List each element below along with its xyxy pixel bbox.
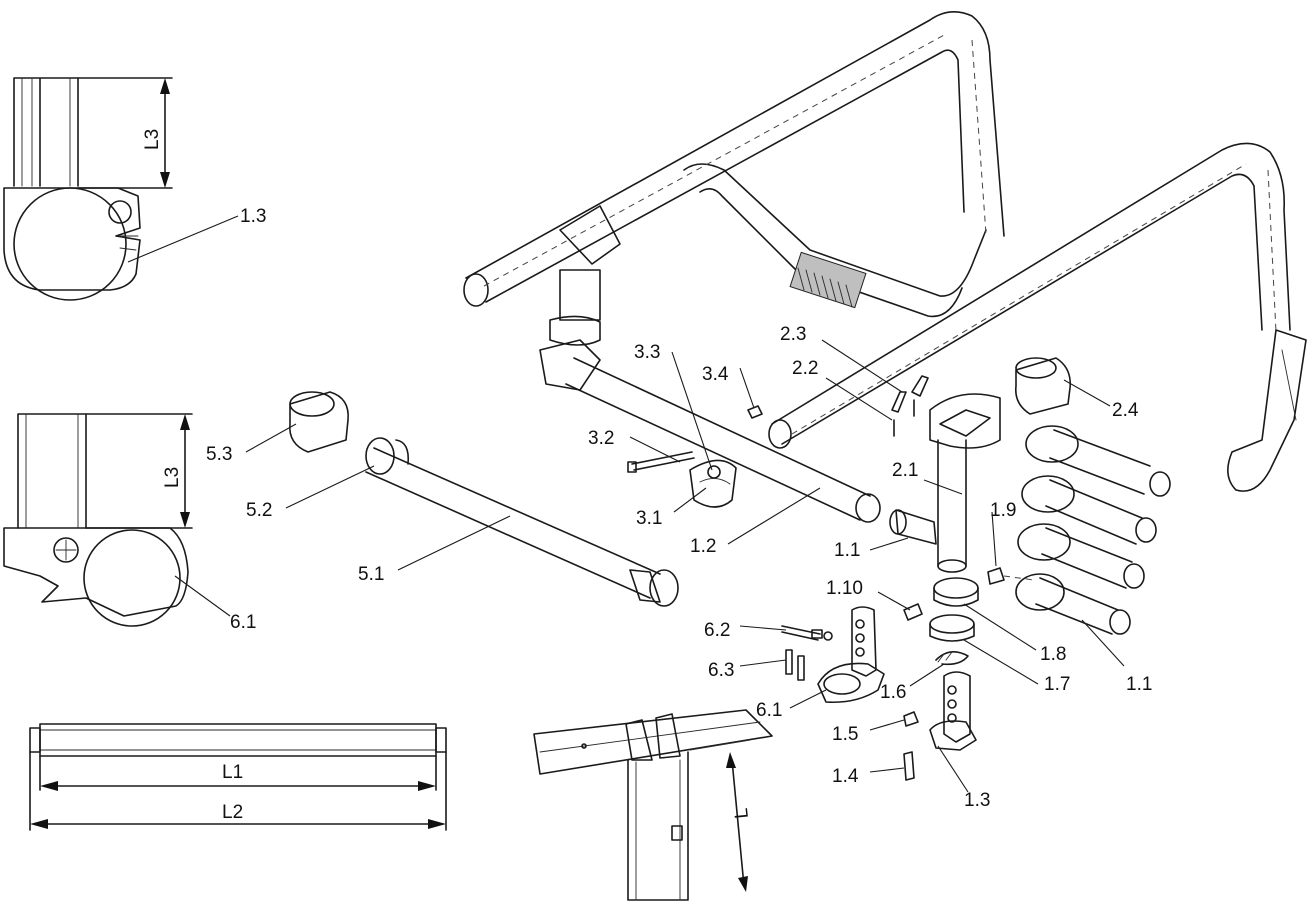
bushing-2 — [1021, 475, 1157, 545]
part-5-group — [245, 391, 679, 607]
callout-labels: 1.3 L3 L3 6.1 L1 L2 5.3 5.2 5.1 3.3 3.4 … — [142, 129, 1152, 823]
detail-clamp-6-1 — [3, 413, 231, 627]
label-3-3: 3.3 — [634, 342, 660, 363]
detail-rod-length — [29, 723, 447, 831]
part-1-lower-assembly — [869, 511, 1039, 793]
label-L-bottom: L — [731, 807, 753, 820]
bushing-4 — [1015, 573, 1131, 635]
label-1-3: 1.3 — [964, 790, 990, 811]
part-6-group — [739, 606, 885, 709]
part-3-group — [627, 351, 763, 513]
label-1-6: 1.6 — [880, 682, 906, 703]
label-L3-top: L3 — [142, 129, 163, 150]
label-1-8: 1.8 — [1040, 644, 1066, 665]
part-1-2-tube — [565, 357, 881, 545]
label-6-2: 6.2 — [704, 620, 730, 641]
label-5-1: 5.1 — [358, 564, 384, 585]
label-3-2: 3.2 — [588, 428, 614, 449]
label-2-3: 2.3 — [780, 324, 806, 345]
label-6-1-detail: 6.1 — [230, 612, 256, 633]
label-1-2: 1.2 — [690, 536, 716, 557]
label-5-2: 5.2 — [246, 500, 272, 521]
label-2-1: 2.1 — [892, 460, 918, 481]
label-1-10: 1.10 — [826, 578, 863, 599]
label-3-4: 3.4 — [702, 364, 729, 385]
label-1-9: 1.9 — [990, 500, 1016, 521]
label-1-1-b: 1.1 — [1126, 674, 1152, 695]
label-L1: L1 — [222, 762, 243, 783]
label-1-7: 1.7 — [1044, 674, 1070, 695]
label-5-3: 5.3 — [206, 444, 232, 465]
label-1-1-a: 1.1 — [834, 540, 860, 561]
label-1-4: 1.4 — [832, 766, 859, 787]
label-6-3: 6.3 — [708, 660, 734, 681]
wheelchair-frame — [463, 11, 1307, 492]
label-1-3-detail: 1.3 — [240, 206, 266, 227]
label-2-2: 2.2 — [792, 358, 818, 379]
part-2-group — [821, 339, 1111, 573]
bushing-3 — [1017, 523, 1145, 589]
label-6-1: 6.1 — [756, 700, 782, 721]
detail-post-length — [533, 709, 773, 901]
label-2-4: 2.4 — [1112, 400, 1139, 421]
label-L2: L2 — [222, 802, 243, 823]
label-3-1: 3.1 — [636, 508, 662, 529]
bushing-1 — [1025, 425, 1171, 497]
spring-detail — [789, 251, 867, 309]
part-1-1-bushings — [869, 425, 1171, 667]
label-L3-mid: L3 — [162, 467, 183, 488]
label-1-5: 1.5 — [832, 724, 858, 745]
detail-clamp-1-3 — [3, 77, 239, 301]
